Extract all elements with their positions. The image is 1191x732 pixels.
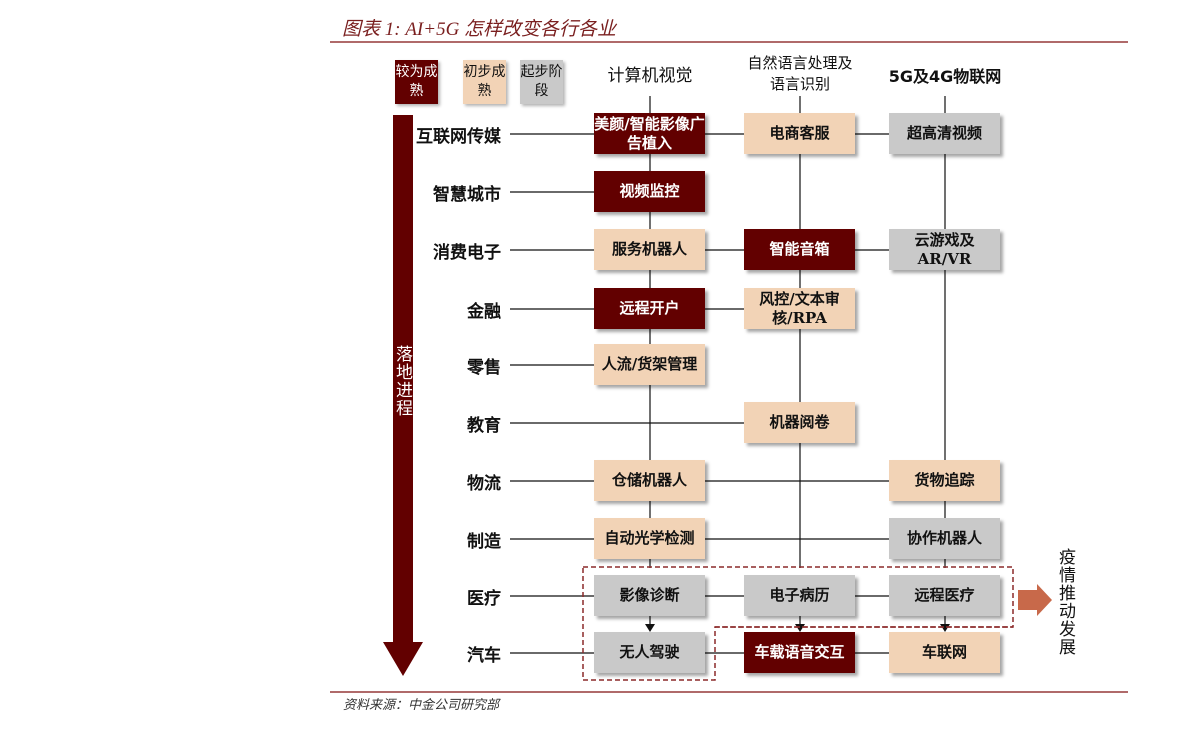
application-box: 电子病历 — [744, 575, 855, 616]
pandemic-label: 疫情推动发展 — [1055, 548, 1075, 656]
figure-title: 图表 1: AI+5G 怎样改变各行各业 — [342, 19, 617, 40]
row-label: 智慧城市 — [433, 185, 501, 205]
row-label: 金融 — [467, 302, 501, 322]
application-box: 电商客服 — [744, 113, 855, 154]
column-header-iot: 5G及4G物联网 — [888, 67, 1002, 86]
application-box: 货物追踪 — [889, 460, 1000, 501]
application-box: 车联网 — [889, 632, 1000, 673]
progress-label: 落地进程 — [392, 345, 412, 417]
row-label: 物流 — [467, 474, 501, 494]
column-header-nlp: 自然语言处理及语言识别 — [747, 54, 853, 93]
bottom-rule — [330, 691, 1128, 693]
column-header-cv: 计算机视觉 — [607, 66, 693, 86]
application-box: 仓储机器人 — [594, 460, 705, 501]
source-note: 资料来源：中金公司研究部 — [343, 698, 500, 713]
legend-initial: 初步成熟 — [463, 60, 506, 104]
down-arrow-icon — [645, 624, 655, 632]
application-box: 超高清视频 — [889, 113, 1000, 154]
row-label: 互联网传媒 — [416, 127, 501, 147]
application-box: 风控/文本审核/RPA — [744, 288, 855, 329]
legend-mature: 较为成熟 — [395, 60, 438, 104]
down-arrow-icon — [795, 624, 805, 632]
top-rule — [330, 41, 1128, 43]
progress-arrow — [383, 115, 423, 676]
application-box: 影像诊断 — [594, 575, 705, 616]
application-box: 云游戏及AR/VR — [889, 229, 1000, 270]
application-box: 远程医疗 — [889, 575, 1000, 616]
legend-starting: 起步阶段 — [520, 60, 563, 104]
application-box: 智能音箱 — [744, 229, 855, 270]
application-box: 无人驾驶 — [594, 632, 705, 673]
application-box: 自动光学检测 — [594, 518, 705, 559]
row-label: 汽车 — [467, 646, 501, 666]
row-label: 制造 — [467, 532, 501, 552]
down-arrow-icon — [940, 624, 950, 632]
row-label: 零售 — [467, 358, 501, 378]
application-box: 美颜/智能影像广告植入 — [594, 113, 705, 154]
application-box: 视频监控 — [594, 171, 705, 212]
application-box: 远程开户 — [594, 288, 705, 329]
application-box: 车载语音交互 — [744, 632, 855, 673]
application-box: 协作机器人 — [889, 518, 1000, 559]
row-label: 消费电子 — [433, 243, 501, 263]
application-box: 机器阅卷 — [744, 402, 855, 443]
right-arrow-icon — [1018, 584, 1052, 616]
row-label: 教育 — [467, 416, 501, 436]
row-label: 医疗 — [467, 589, 501, 609]
application-box: 人流/货架管理 — [594, 344, 705, 385]
application-box: 服务机器人 — [594, 229, 705, 270]
